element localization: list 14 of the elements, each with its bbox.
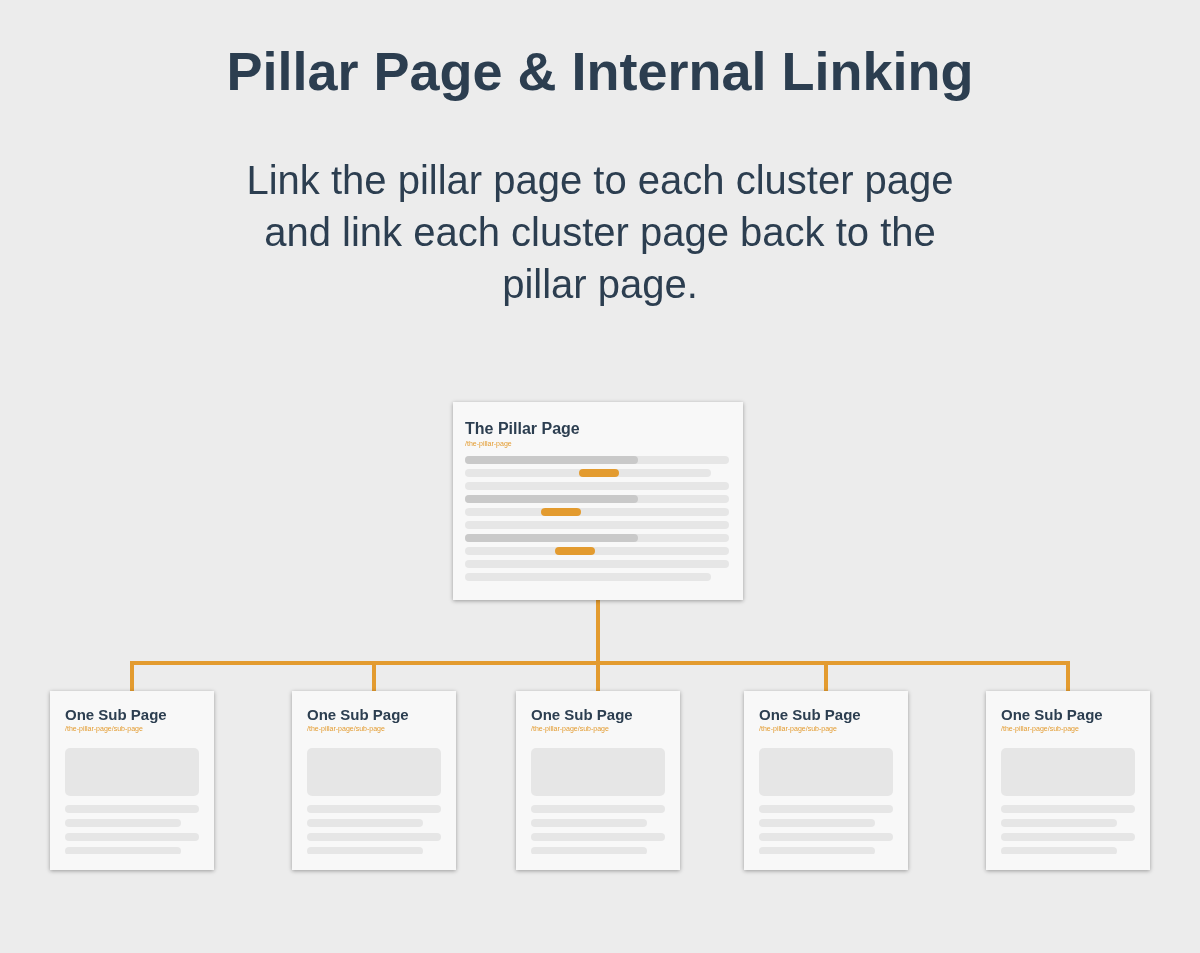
page-card (516, 691, 680, 870)
page-title: One Sub Page (65, 705, 167, 725)
page-title: One Sub Page (531, 705, 633, 725)
page-card (292, 691, 456, 870)
title: Pillar Page & Internal Linking (225, 40, 975, 103)
page-title: One Sub Page (759, 705, 861, 725)
subtitle: Link the pillar page to each cluster page and link each cluster page back to the pillar page. (245, 157, 955, 308)
page-title: One Sub Page (307, 705, 409, 725)
page-card (453, 402, 743, 600)
page-title: One Sub Page (1001, 705, 1103, 725)
page-title: The Pillar Page (465, 419, 580, 439)
page-card (986, 691, 1150, 870)
page-card (50, 691, 214, 870)
page-card (744, 691, 908, 870)
